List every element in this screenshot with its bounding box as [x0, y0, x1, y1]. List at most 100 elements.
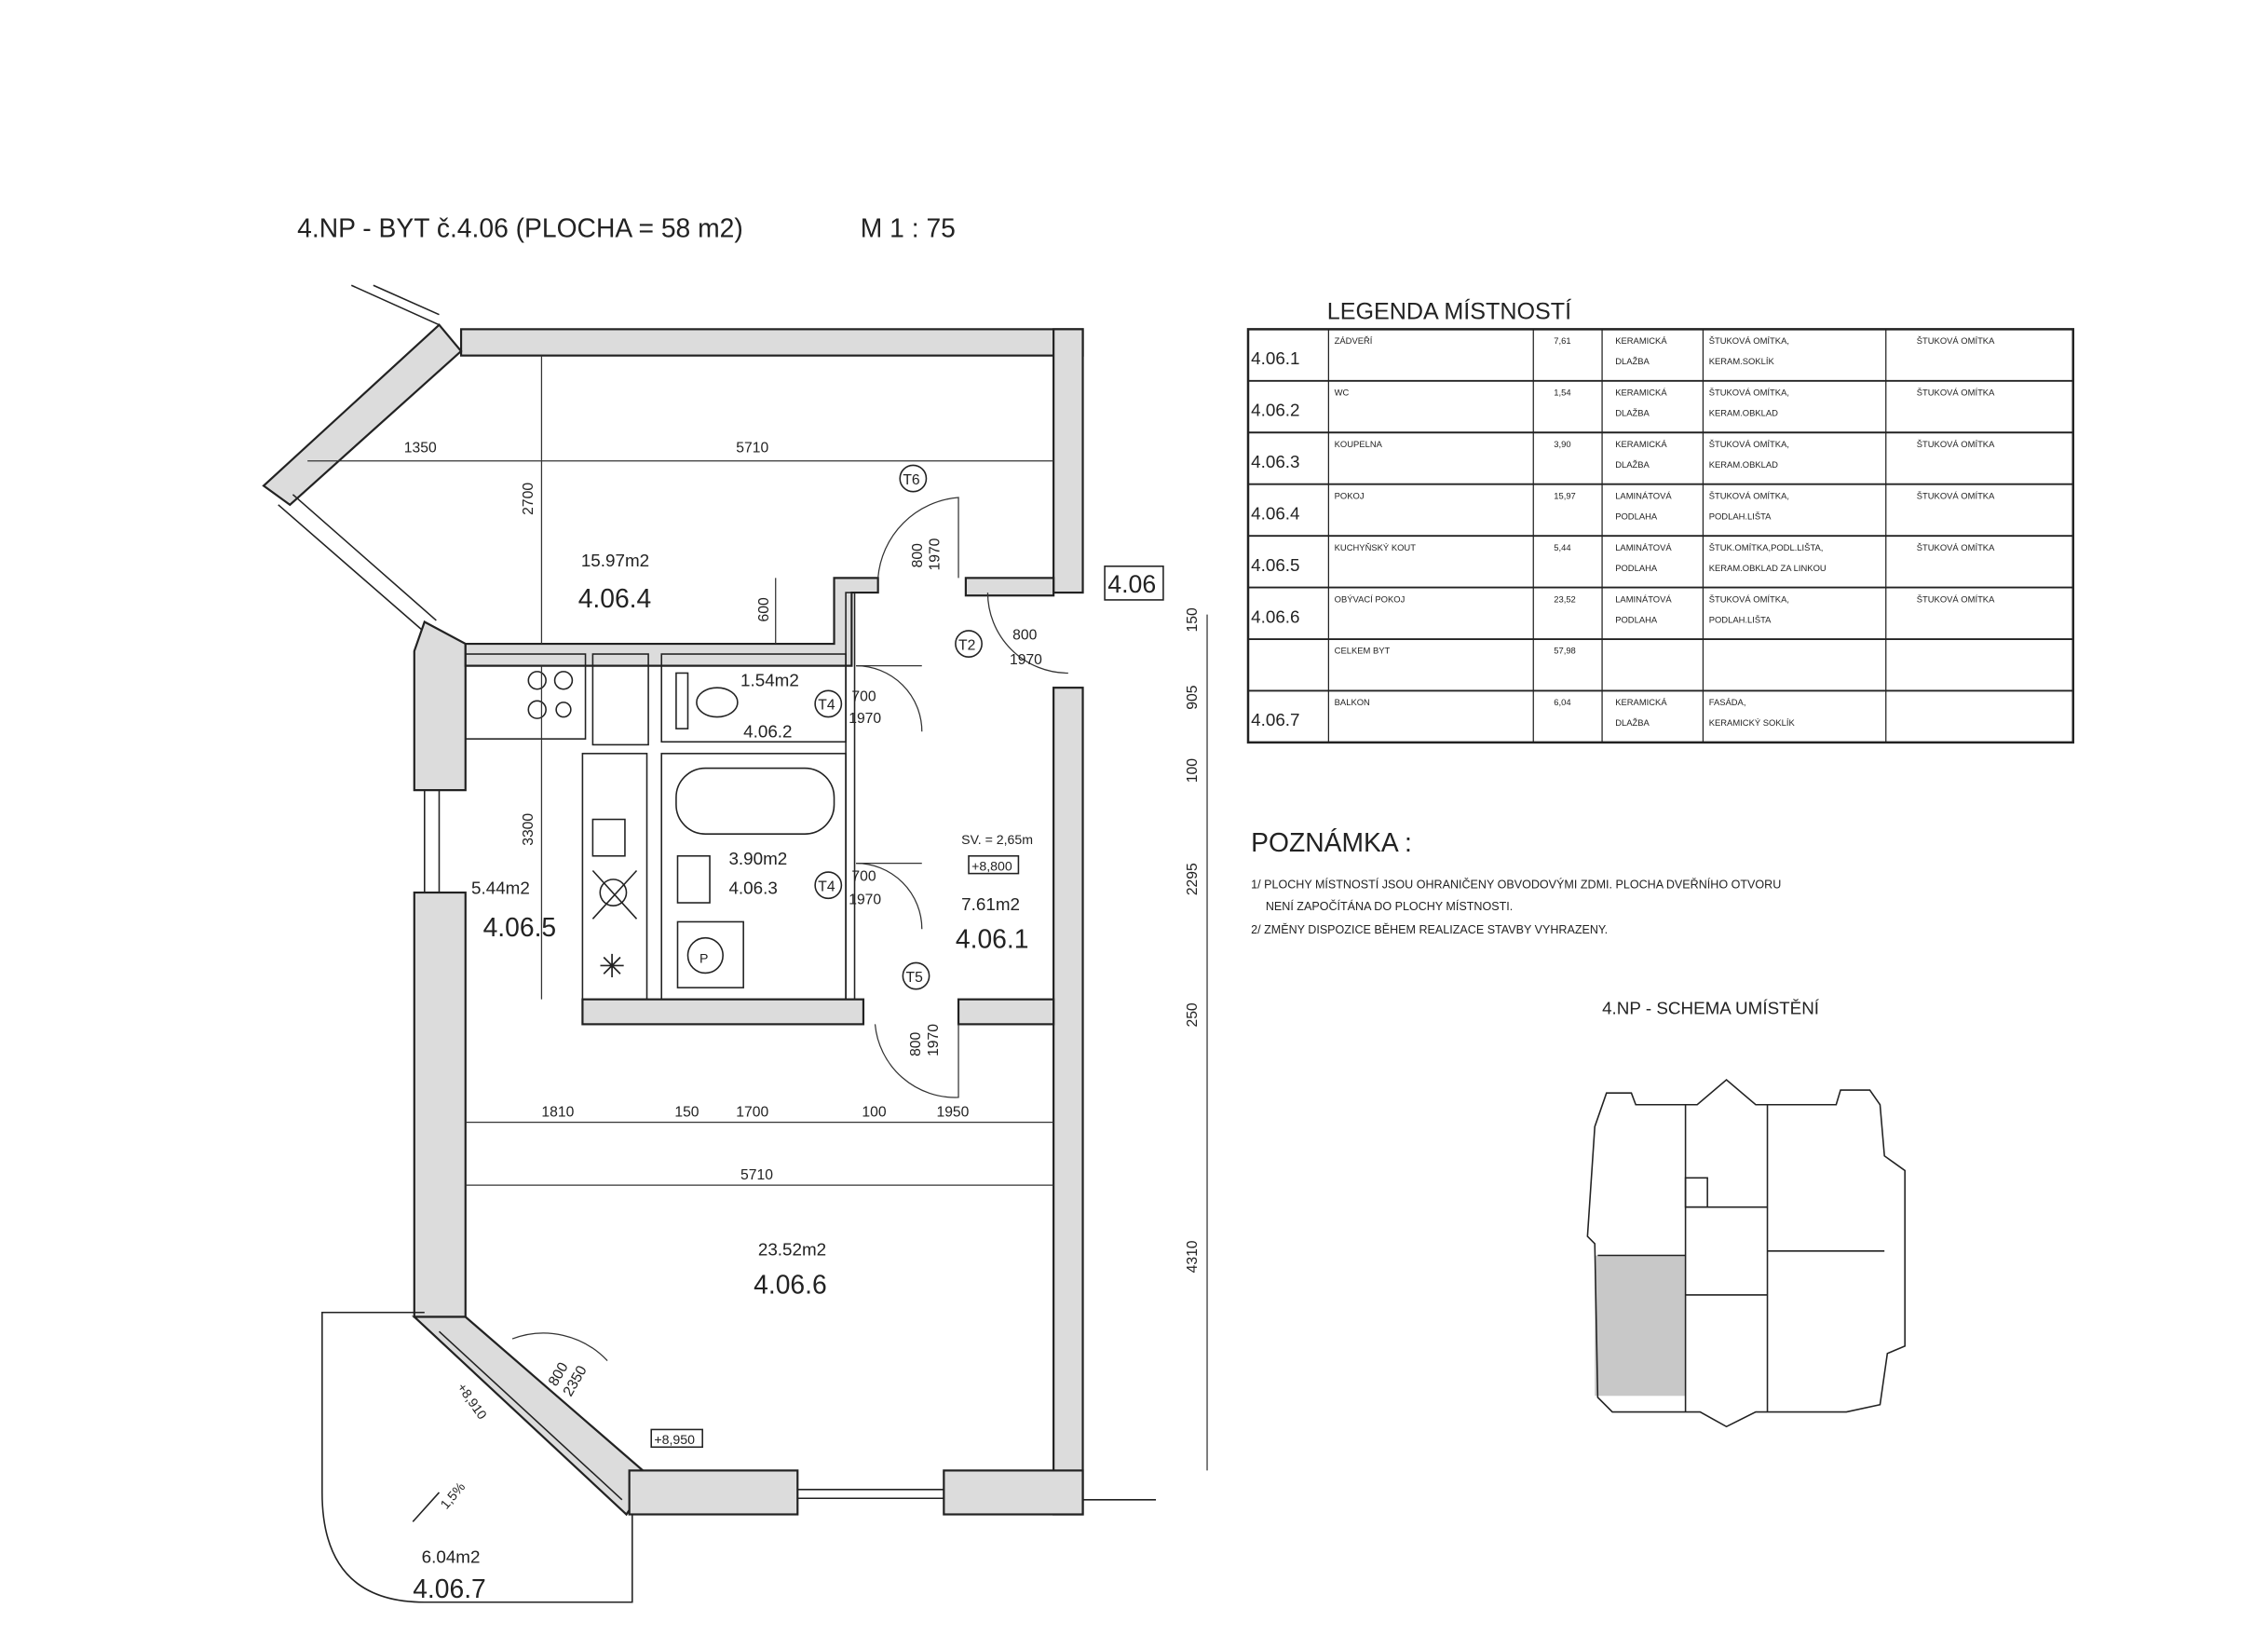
floor-finish: DLAŽBA	[1615, 459, 1650, 470]
room-name: KUCHYŇSKÝ KOUT	[1335, 542, 1417, 552]
plan-scale: M 1 : 75	[861, 212, 956, 242]
svg-text:1810: 1810	[541, 1104, 574, 1120]
svg-text:905: 905	[1185, 685, 1201, 709]
wall-interior	[964, 577, 1055, 597]
level-mark: +8,800	[971, 858, 1012, 873]
room-name: KOUPELNA	[1335, 439, 1383, 449]
ceiling-finish: ŠTUKOVÁ OMÍTKA	[1917, 388, 1995, 398]
wall-finish: ŠTUKOVÁ OMÍTKA,	[1709, 388, 1789, 398]
svg-text:1970: 1970	[928, 538, 944, 570]
svg-text:T2: T2	[958, 637, 975, 653]
wall-finish: ŠTUKOVÁ OMÍTKA,	[1709, 593, 1789, 604]
svg-text:1950: 1950	[936, 1104, 969, 1120]
note-line: 1/ PLOCHY MÍSTNOSTÍ JSOU OHRANIČENY OBVO…	[1251, 877, 1781, 891]
room-area: 15,97	[1554, 490, 1576, 500]
floor-finish: PODLAHA	[1615, 563, 1658, 573]
room-area: 3,90	[1554, 439, 1570, 449]
wall-finish: ŠTUKOVÁ OMÍTKA,	[1709, 439, 1789, 449]
svg-text:3300: 3300	[521, 813, 536, 846]
ceiling-height: SV. = 2,65m	[961, 832, 1033, 847]
svg-text:100: 100	[1185, 758, 1201, 783]
floor-finish: KERAMICKÁ	[1615, 439, 1667, 449]
legend-title: LEGENDA MÍSTNOSTÍ	[1327, 297, 1571, 324]
room-area: 1.54m2	[740, 671, 799, 690]
wall-corner	[413, 620, 467, 792]
floor-finish: PODLAHA	[1615, 511, 1658, 521]
wall-finish: KERAM.OBKLAD	[1709, 459, 1778, 470]
ceiling-finish: ŠTUKOVÁ OMÍTKA	[1917, 542, 1995, 552]
svg-text:T4: T4	[818, 879, 835, 894]
room-number: 4.06.3	[728, 879, 777, 898]
svg-text:800: 800	[910, 543, 926, 567]
level-mark: +8,950	[654, 1432, 695, 1447]
svg-text:P: P	[699, 950, 708, 965]
room-area: 23,52	[1554, 593, 1576, 604]
svg-text:1970: 1970	[849, 893, 881, 908]
svg-text:100: 100	[862, 1104, 886, 1120]
door-tags: T6 800 1970 T2 800 1970 T4 700 1970 T4 7…	[546, 464, 1042, 1399]
floor-finish: PODLAHA	[1615, 614, 1658, 624]
plan-title: 4.NP - BYT č.4.06 (PLOCHA = 58 m2)	[297, 212, 743, 242]
wall-diagonal-sw	[411, 1315, 653, 1517]
location-schema	[1586, 1079, 1906, 1428]
wall-right	[1053, 687, 1084, 1516]
room-name: OBÝVACÍ POKOJ	[1335, 593, 1406, 604]
ceiling-finish: ŠTUKOVÁ OMÍTKA	[1917, 439, 1995, 449]
room-area: 7,61	[1554, 335, 1570, 346]
schema-title: 4.NP - SCHEMA UMÍSTĚNÍ	[1602, 998, 1820, 1017]
room-area: 5.44m2	[471, 879, 530, 898]
room-area: 57,98	[1554, 646, 1576, 656]
svg-text:4310: 4310	[1185, 1240, 1201, 1273]
wall-finish: KERAMICKÝ SOKLÍK	[1709, 717, 1796, 728]
floor-finish: KERAMICKÁ	[1615, 697, 1667, 707]
wall-finish: ŠTUKOVÁ OMÍTKA,	[1709, 490, 1789, 500]
floor-finish: LAMINÁTOVÁ	[1615, 490, 1672, 500]
room-area: 23.52m2	[758, 1240, 826, 1260]
room-id: 4.06.7	[1251, 710, 1299, 729]
room-area: 15.97m2	[581, 551, 649, 570]
wall-left	[413, 891, 467, 1318]
level-mark: +8,910	[455, 1380, 490, 1422]
dimension-labels: 1350 5710 2700 600 3300 1810 150 1700 10…	[404, 440, 1201, 1273]
room-id: 4.06.1	[1251, 348, 1299, 368]
svg-text:T4: T4	[818, 698, 835, 714]
floor-finish: DLAŽBA	[1615, 717, 1650, 728]
wall-finish: PODLAH.LIŠTA	[1709, 614, 1772, 624]
wall-bath-block	[957, 998, 1055, 1026]
svg-text:1350: 1350	[404, 440, 437, 456]
room-id: 4.06.2	[1251, 401, 1299, 420]
svg-text:1970: 1970	[1010, 652, 1042, 668]
extractor-icon: ✳	[599, 949, 626, 985]
svg-text:1970: 1970	[926, 1024, 942, 1056]
wall-finish: FASÁDA,	[1709, 697, 1746, 707]
svg-text:5710: 5710	[736, 440, 768, 456]
room-area: 6,04	[1554, 697, 1570, 707]
balcony-outline	[321, 1311, 633, 1603]
room-area: 5,44	[1554, 542, 1570, 552]
notes-title: POZNÁMKA :	[1251, 827, 1412, 857]
unit-tag: 4.06	[1107, 570, 1156, 598]
room-id: 4.06.5	[1251, 555, 1299, 575]
ceiling-finish: ŠTUKOVÁ OMÍTKA	[1917, 335, 1995, 346]
room-id: 4.06.4	[1251, 503, 1299, 523]
svg-text:700: 700	[851, 688, 876, 704]
ceiling-finish: ŠTUKOVÁ OMÍTKA	[1917, 593, 1995, 604]
floor-finish: KERAMICKÁ	[1615, 388, 1667, 398]
slope-mark: 1,5%	[437, 1479, 468, 1511]
room-number: 4.06.1	[956, 924, 1029, 954]
wall-right	[1053, 328, 1084, 594]
wall-finish: KERAM.OBKLAD	[1709, 408, 1778, 418]
room-area: 3.90m2	[728, 849, 787, 868]
svg-text:600: 600	[756, 597, 772, 621]
svg-text:700: 700	[851, 868, 876, 884]
dimension-lines	[307, 355, 1208, 1471]
room-name: POKOJ	[1335, 490, 1365, 500]
room-name: CELKEM BYT	[1335, 646, 1391, 656]
floor-finish: DLAŽBA	[1615, 408, 1650, 418]
svg-text:250: 250	[1185, 1002, 1201, 1027]
floor-finish: LAMINÁTOVÁ	[1615, 593, 1672, 604]
svg-text:2700: 2700	[521, 483, 536, 515]
room-area: 7.61m2	[961, 894, 1020, 914]
